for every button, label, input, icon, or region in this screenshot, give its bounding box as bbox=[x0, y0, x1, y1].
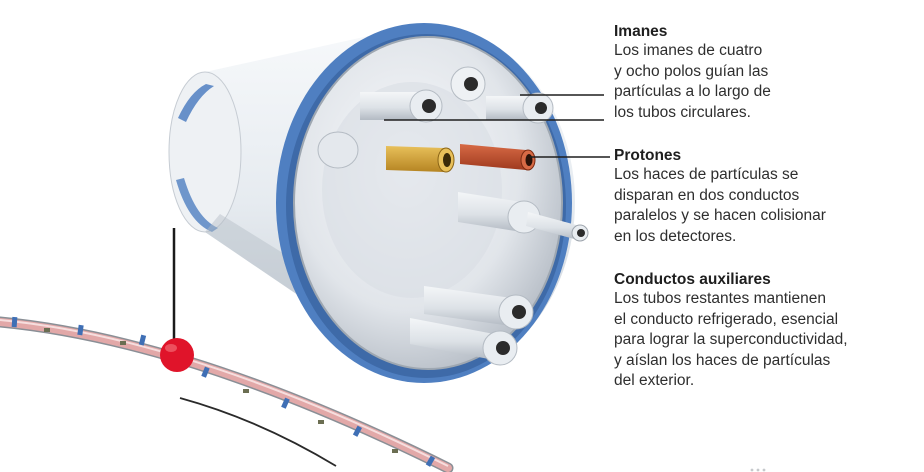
proton-tube-copper bbox=[460, 144, 536, 171]
dot bbox=[756, 468, 760, 472]
aux-tube bbox=[424, 286, 534, 330]
tube-bore bbox=[577, 229, 585, 237]
track-bracket bbox=[120, 341, 126, 345]
corner-dots bbox=[750, 468, 766, 472]
callout-text-protons: Los haces de partículas se disparan en d… bbox=[614, 166, 826, 245]
track-segment bbox=[201, 366, 210, 378]
auxiliary-conduits bbox=[410, 286, 534, 366]
callout-title-protons: Protones bbox=[614, 147, 682, 164]
track-segment bbox=[425, 455, 436, 467]
shell-band-lower bbox=[176, 178, 218, 232]
callout-text-magnets: Los imanes de cuatro y ocho polos guían … bbox=[614, 42, 771, 121]
track-segments bbox=[11, 316, 436, 467]
tube-bore bbox=[464, 77, 478, 91]
tube-bore bbox=[443, 153, 451, 167]
inner-ring-line bbox=[179, 397, 337, 467]
tube-body bbox=[486, 96, 536, 120]
proton-tube-gold bbox=[386, 146, 455, 173]
magnet-tube bbox=[450, 66, 486, 102]
magnet-tube bbox=[360, 89, 443, 123]
track-brackets bbox=[44, 328, 398, 453]
track-bracket bbox=[243, 389, 249, 393]
magnet-tube bbox=[526, 212, 589, 242]
track-highlight bbox=[0, 319, 449, 467]
location-marker bbox=[160, 338, 194, 372]
magnet-tubes bbox=[317, 66, 589, 242]
tube-bore bbox=[525, 154, 533, 166]
callout-text-aux: Los tubos restantes mantienen el conduct… bbox=[614, 290, 848, 389]
tube-body bbox=[458, 192, 522, 232]
tube-bore bbox=[535, 102, 547, 114]
callout-protons: Protones Los haces de partículas se disp… bbox=[614, 146, 914, 247]
inner-back-wall bbox=[322, 82, 502, 298]
tube-body bbox=[424, 286, 512, 326]
tube-body bbox=[386, 146, 444, 172]
tube-body bbox=[410, 318, 494, 360]
callout-auxiliary-conduits: Conductos auxiliares Los tubos restantes… bbox=[614, 270, 920, 392]
shell-back-rim bbox=[168, 71, 242, 233]
track-bracket bbox=[318, 420, 324, 424]
tube-body bbox=[460, 144, 526, 170]
tube-body bbox=[360, 92, 424, 120]
callout-title-magnets: Imanes bbox=[614, 23, 668, 40]
marker-shine bbox=[165, 344, 177, 352]
tube-bore bbox=[512, 305, 526, 319]
track-segment bbox=[138, 334, 147, 346]
dot bbox=[762, 468, 766, 472]
callout-title-aux: Conductos auxiliares bbox=[614, 271, 771, 288]
tube-bore bbox=[496, 341, 510, 355]
leader-lines bbox=[384, 94, 610, 158]
proton-tubes bbox=[386, 144, 536, 173]
dot bbox=[750, 468, 754, 472]
track-segment bbox=[11, 316, 18, 328]
tube-bore bbox=[422, 99, 436, 113]
track-bracket bbox=[44, 328, 50, 332]
track-segment bbox=[281, 397, 290, 409]
tube-body bbox=[526, 212, 580, 240]
inner-cavity-rim bbox=[293, 36, 563, 370]
shell-band bbox=[178, 84, 214, 122]
track-bracket bbox=[392, 449, 398, 453]
aux-tube bbox=[410, 318, 518, 366]
accelerator-track bbox=[0, 316, 454, 472]
track-segment bbox=[77, 324, 84, 336]
track-segment bbox=[352, 425, 362, 437]
tube-end bbox=[317, 131, 359, 169]
callout-magnets: Imanes Los imanes de cuatro y ocho polos… bbox=[614, 22, 914, 123]
magnet-tube bbox=[486, 92, 554, 124]
magnet-tube bbox=[317, 131, 359, 169]
